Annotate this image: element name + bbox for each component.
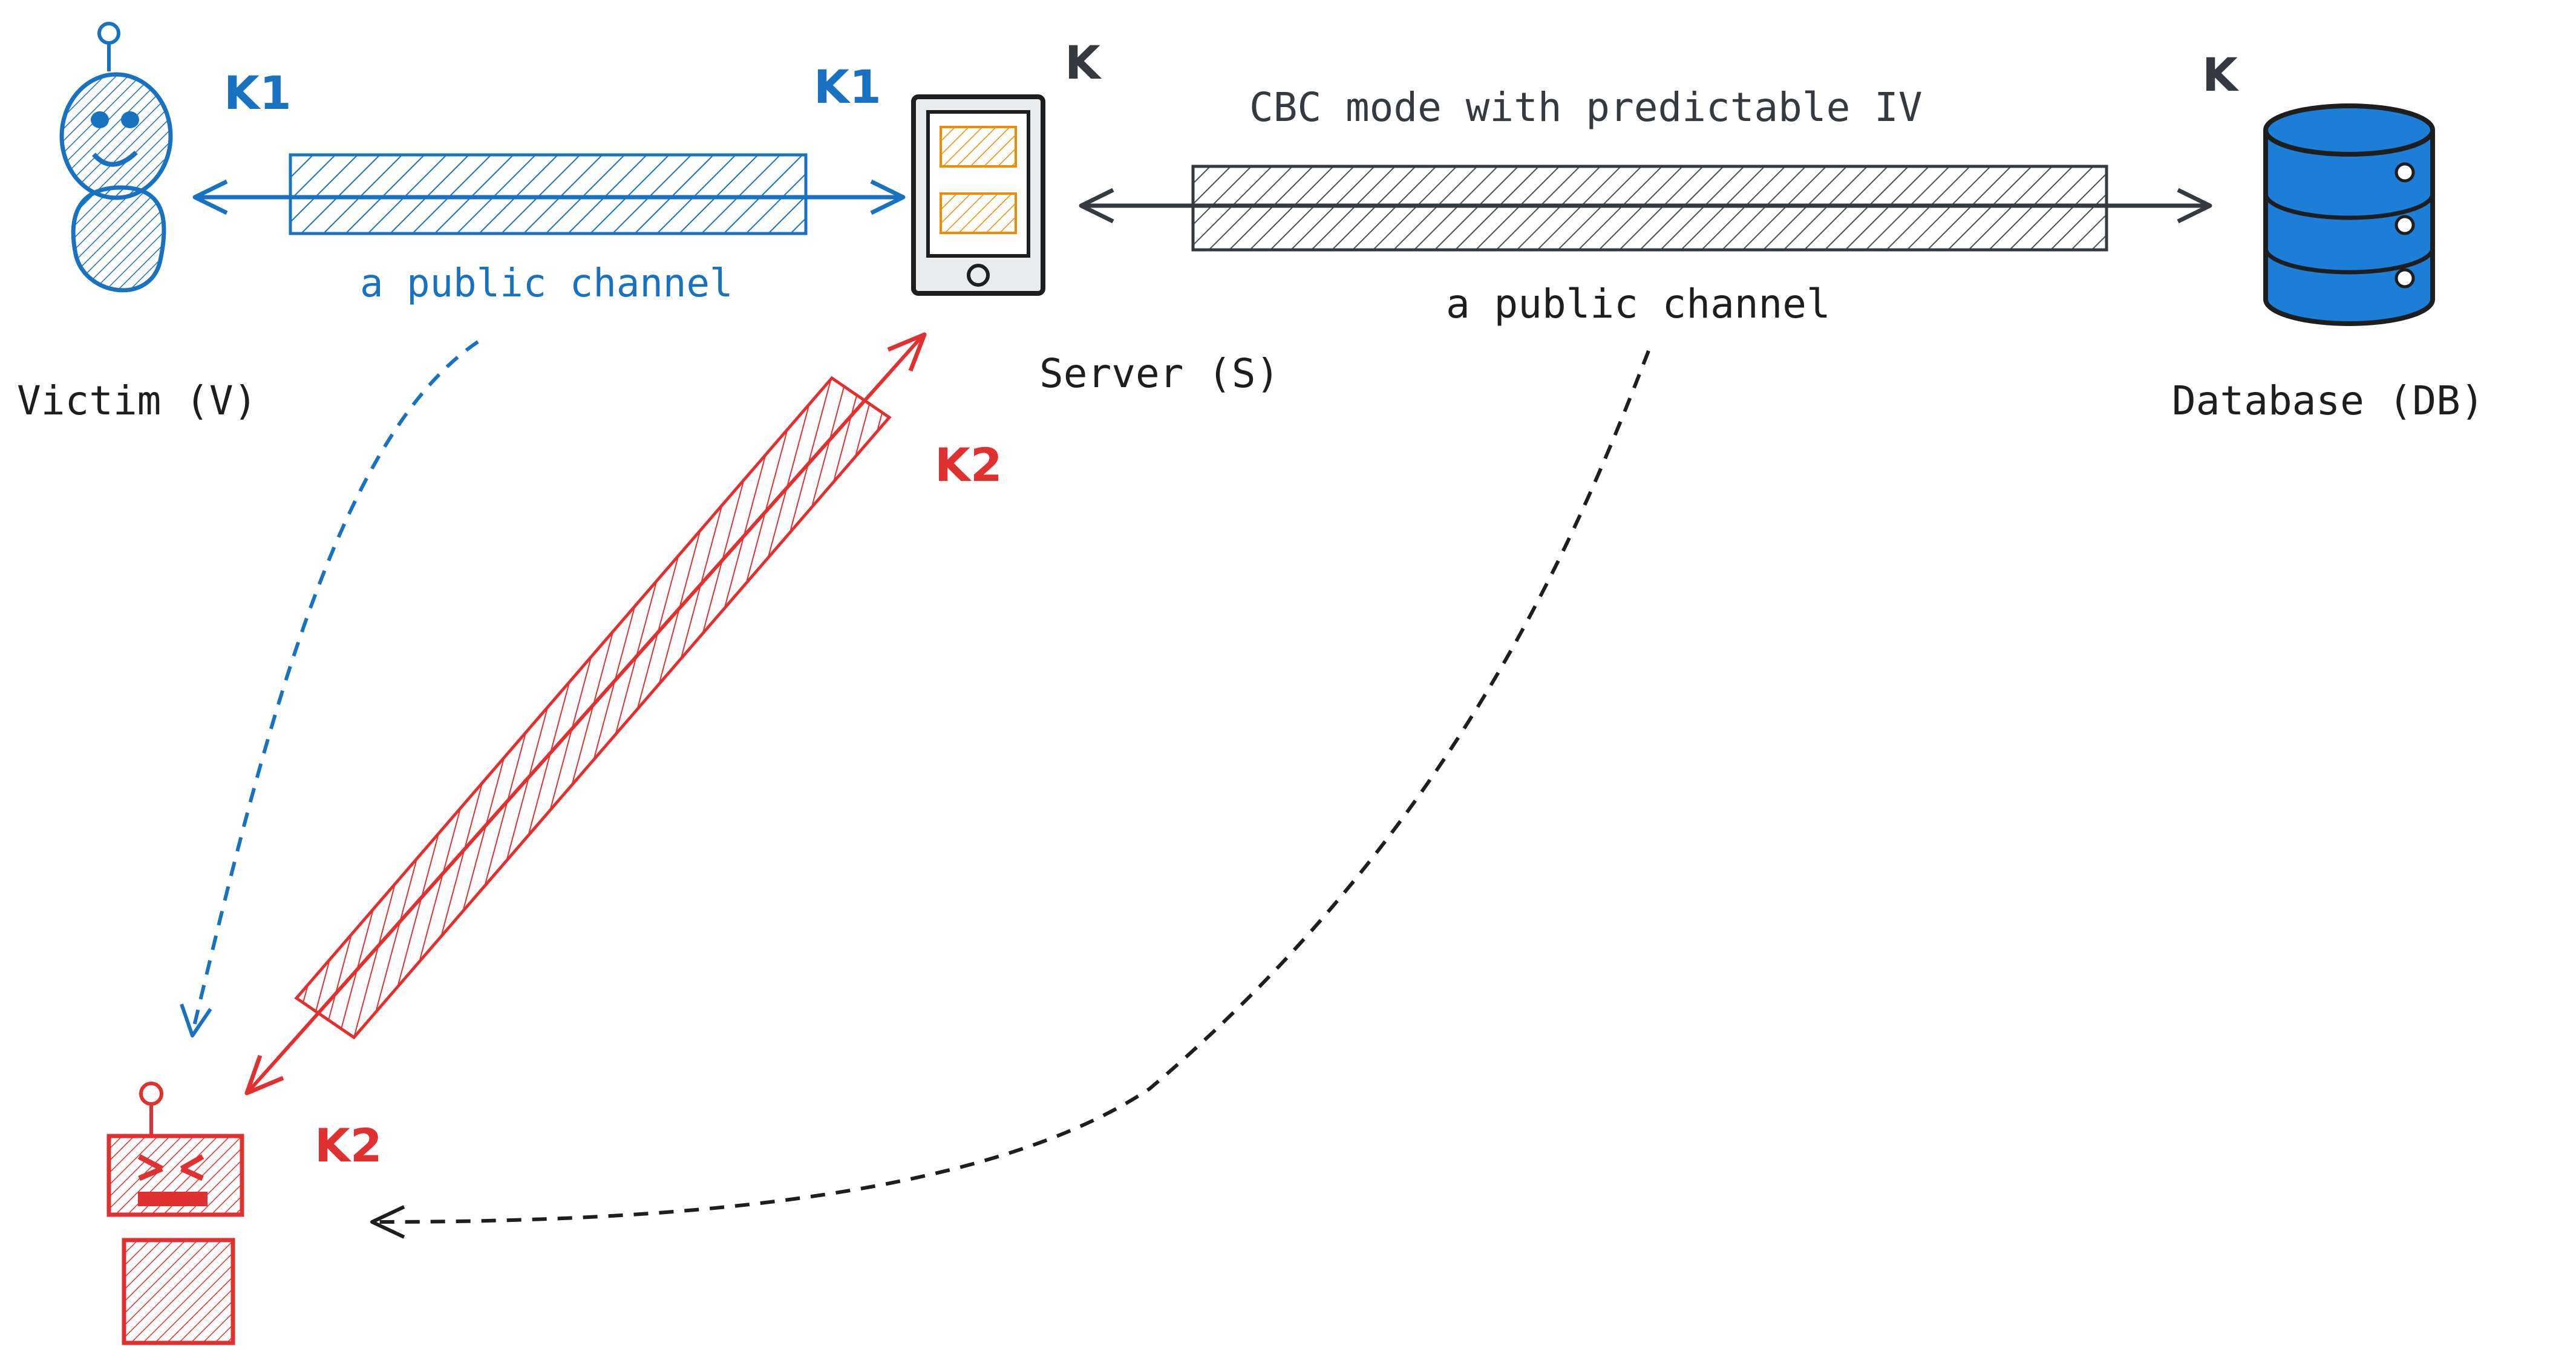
leak-arrow-victim-to-attacker [180,340,479,1037]
database-label: Database (DB) [2172,377,2485,424]
channel-server-db-label: a public channel [1446,281,1831,327]
attacker-angry-robot-icon [106,1082,244,1345]
database-key-label: K [2202,48,2240,102]
channel-victim-server-label: a public channel [360,261,733,306]
victim-robot-icon [59,22,173,293]
attacker-key-label: K2 [315,1119,382,1172]
server-label: Server (S) [1039,350,1280,397]
server-key-v-label: K1 [814,60,881,114]
channel-server-db-title: CBC mode with predictable IV [1249,84,1923,131]
leak-arrow-db-to-attacker [370,350,1650,1239]
database-cylinder-icon [2263,103,2435,326]
channel-attacker-server-key-label: K2 [935,438,1002,492]
victim-key-label: K1 [224,66,292,120]
server-key-db-label: K [1065,36,1102,90]
channel-attacker-server [244,332,927,1096]
victim-label: Victim (V) [17,377,257,424]
channel-server-db [1079,165,2212,252]
channel-victim-server [192,153,906,235]
server-tablet-icon [911,94,1045,296]
